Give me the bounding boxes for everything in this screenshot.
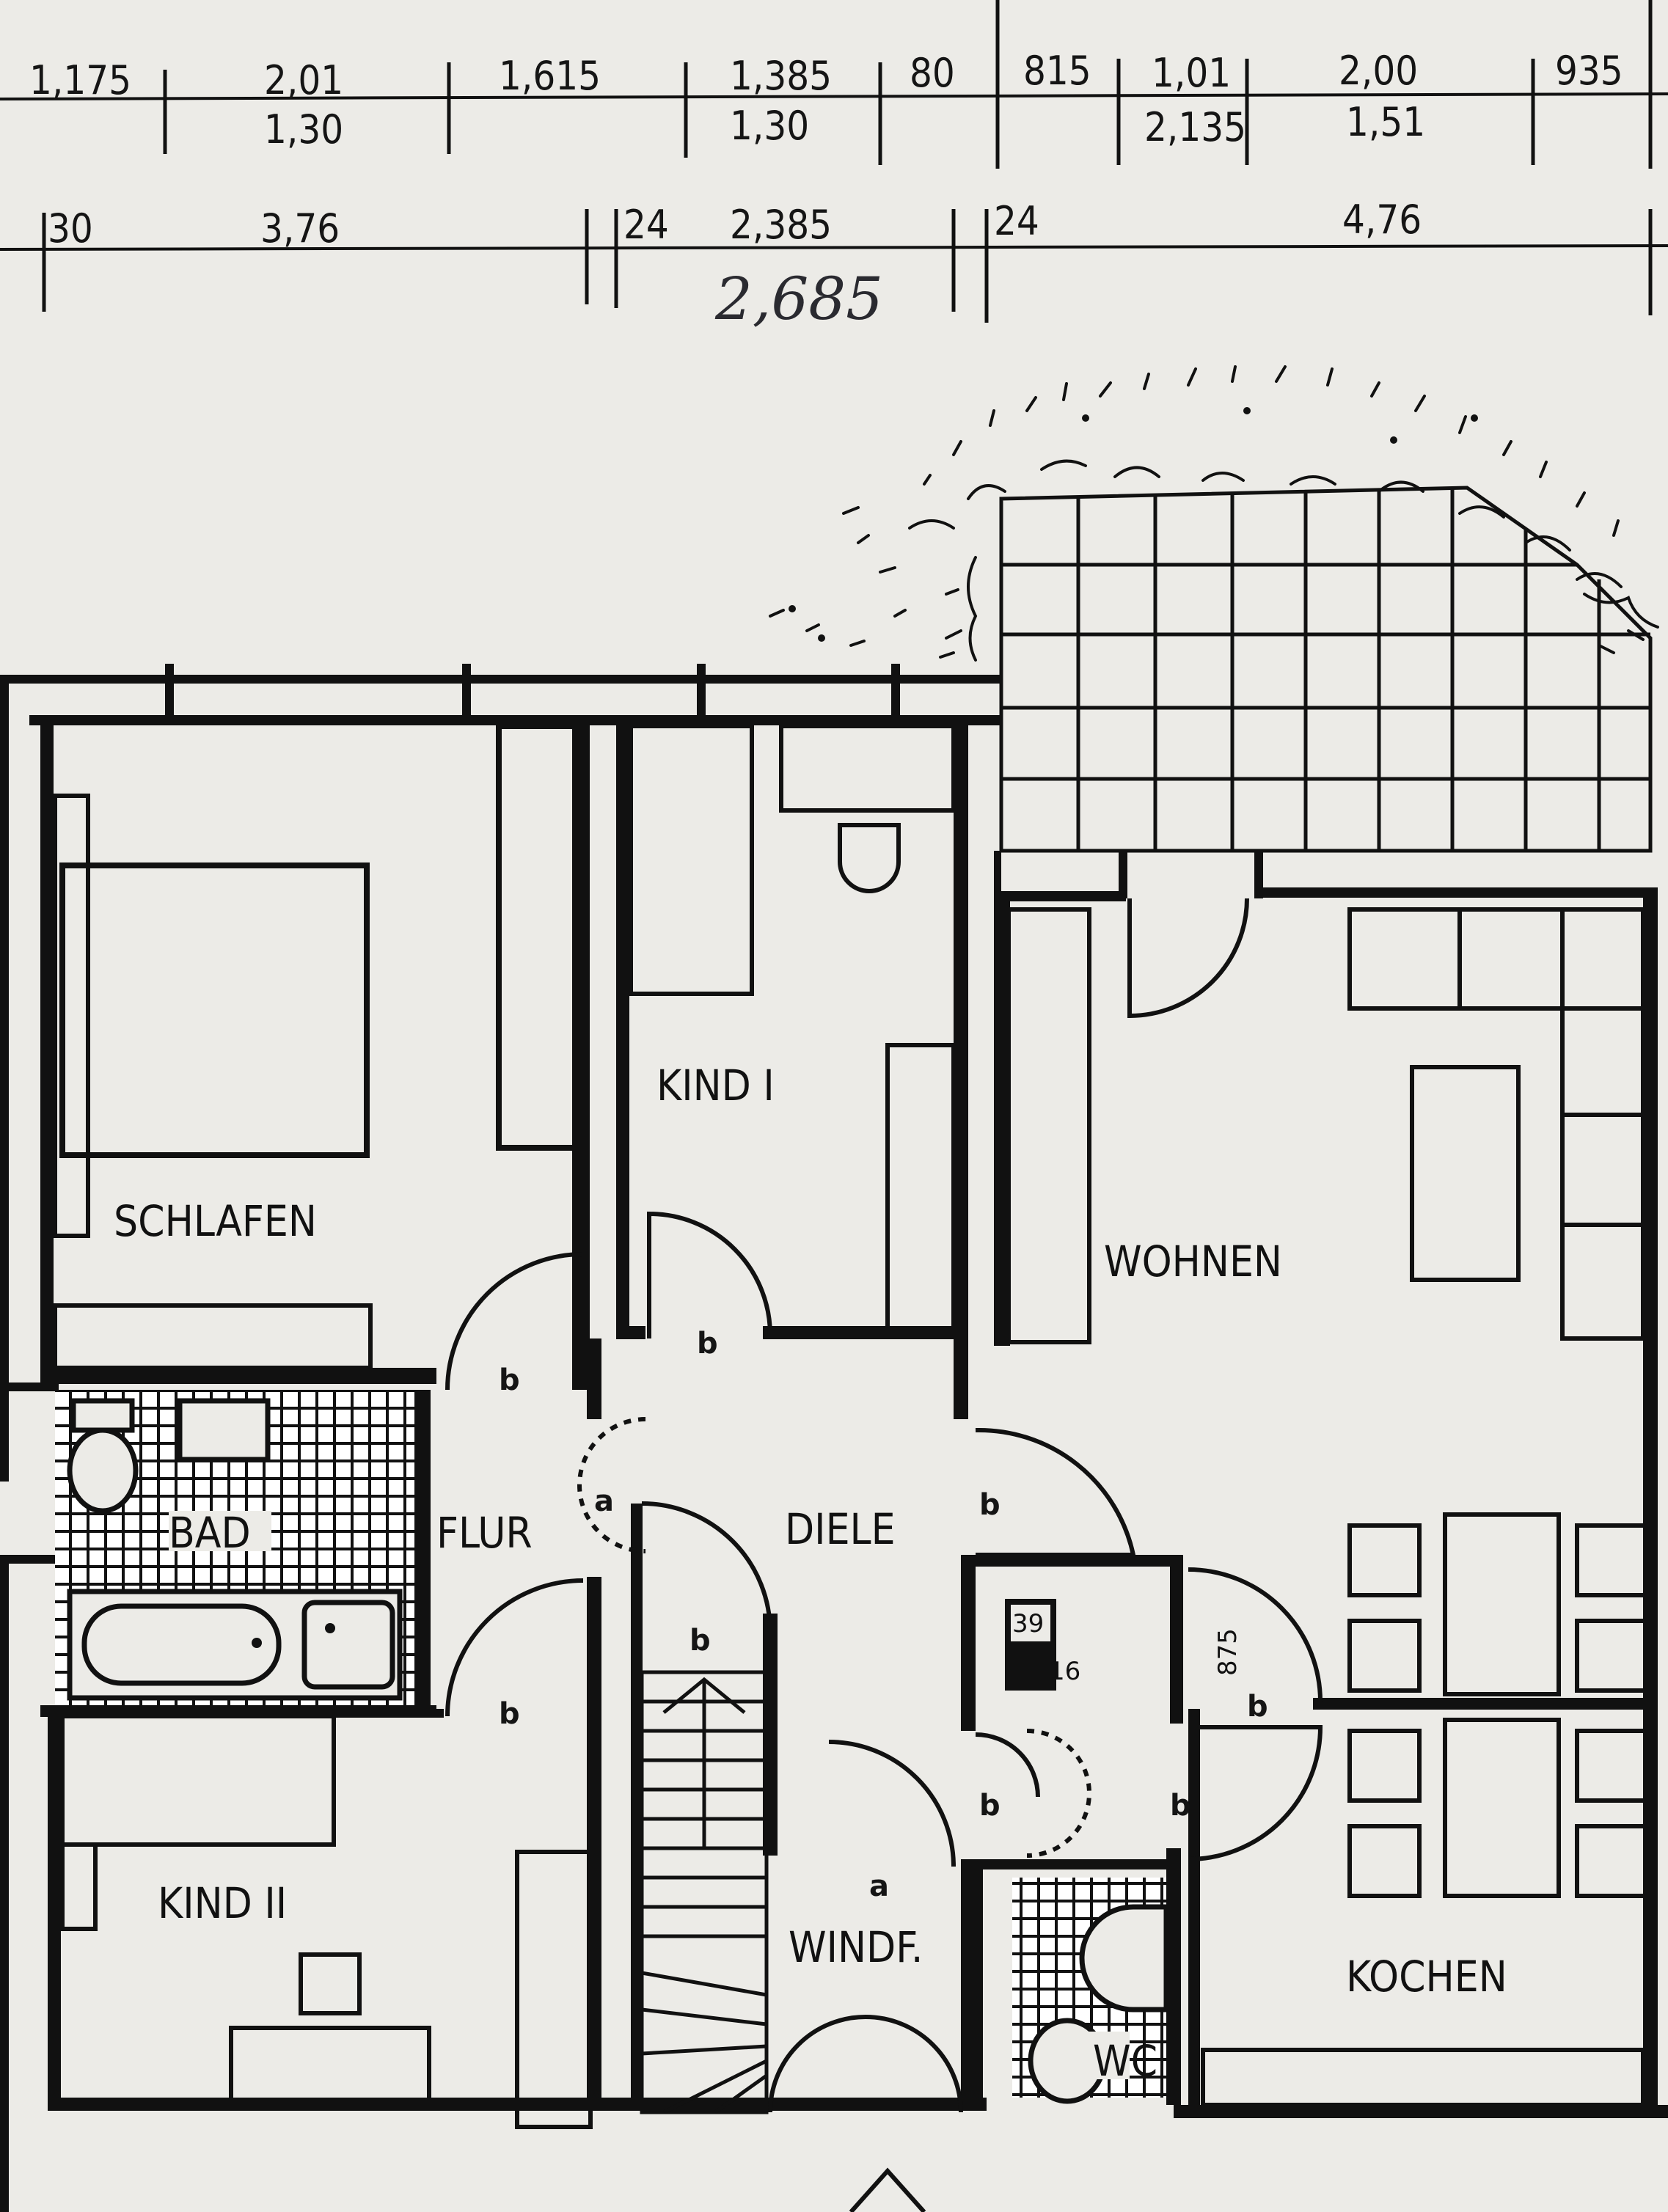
dim-24-a: 24	[623, 202, 669, 248]
dim-80: 80	[910, 50, 955, 96]
door-mark-b: b	[689, 1624, 711, 1658]
door-mark-b: b	[1247, 1690, 1268, 1724]
bath-sink	[177, 1398, 271, 1462]
door-mark-b: b	[499, 1363, 520, 1397]
door-kind2	[445, 1578, 584, 1717]
dim-101: 1,01	[1152, 50, 1231, 96]
kitchen-counter	[1201, 2048, 1645, 2107]
room-kind2: KIND II	[158, 1878, 287, 1928]
room-kind1: KIND I	[656, 1061, 775, 1110]
sofa-side	[1560, 1006, 1645, 1341]
wardrobe	[496, 723, 582, 1151]
door-mark-a: a	[594, 1484, 614, 1518]
door-mark-b: b	[979, 1488, 1001, 1522]
room-flur: FLUR	[436, 1508, 533, 1558]
room-diele: DIELE	[785, 1504, 896, 1554]
dim-130-b: 1,30	[730, 103, 809, 149]
door-mark-b: b	[979, 1789, 1001, 1823]
door-wc	[975, 1732, 1040, 1798]
terrace-tiles	[999, 486, 1653, 853]
desk	[779, 724, 956, 813]
dim-201: 2,01	[264, 57, 343, 103]
bath-toilet	[67, 1427, 139, 1514]
door-entrance	[768, 2015, 963, 2113]
shaft-875: 875	[1213, 1628, 1243, 1676]
coffee-table	[1410, 1065, 1521, 1282]
kid2-desk	[229, 2026, 431, 2111]
dim-130-a: 1,30	[264, 106, 343, 153]
door-kochen	[1188, 1567, 1323, 1702]
door-windfang	[828, 1740, 956, 1867]
door-kind1	[647, 1211, 772, 1338]
room-bad: BAD	[169, 1508, 251, 1558]
dim-1615: 1,615	[499, 53, 601, 99]
dim-151: 1,51	[1346, 99, 1425, 145]
room-kochen: KOCHEN	[1346, 1952, 1507, 2002]
sideboard	[1006, 907, 1091, 1344]
room-wohnen: WOHNEN	[1104, 1237, 1282, 1286]
nightstand	[53, 794, 90, 1238]
kid-wardrobe	[885, 1043, 956, 1333]
dim-30: 30	[48, 205, 93, 252]
bathroom	[55, 1390, 1169, 2104]
dining-table-1	[1443, 1512, 1561, 1696]
door-schlafen	[445, 1252, 584, 1391]
door-mark-b: b	[499, 1697, 520, 1731]
opening-flur	[577, 1417, 646, 1553]
door-marks: b b b b b b b b a a	[499, 1327, 1268, 1903]
dining-table-2	[1443, 1718, 1561, 1898]
dim-815: 815	[1023, 48, 1091, 94]
dim-376: 3,76	[260, 205, 340, 252]
shaft-39: 39	[1012, 1609, 1044, 1638]
room-wc: WC	[1093, 2036, 1157, 2086]
door-mark-b: b	[1170, 1789, 1191, 1823]
dim-935: 935	[1555, 48, 1623, 94]
walls	[0, 664, 1668, 2212]
garden-vegetation	[769, 365, 1659, 662]
door-terrace	[1127, 898, 1249, 1019]
dresser	[53, 1303, 373, 1370]
kid2-wardrobe	[515, 1850, 593, 2129]
handwritten-dim: 2,685	[714, 265, 883, 333]
door-kochen-2	[1188, 1725, 1323, 1861]
chair	[838, 823, 901, 893]
bed	[59, 863, 370, 1158]
room-labels: SCHLAFEN KIND I WOHNEN DIELE FLUR BAD KI…	[114, 1061, 1507, 2086]
room-schlafen: SCHLAFEN	[114, 1196, 317, 1246]
shaft-16: 16	[1049, 1657, 1080, 1686]
entrance-arrow	[849, 2167, 926, 2212]
opening-wc	[1026, 1729, 1091, 1858]
sofa-back	[1347, 907, 1645, 1011]
staircase	[640, 1670, 769, 2114]
dimension-lines: 1,175 2,01 1,615 1,385 80 815 1,01 2,00 …	[0, 0, 1668, 333]
dim-2135: 2,135	[1144, 104, 1246, 150]
door-mark-a: a	[869, 1869, 889, 1903]
door-swings	[445, 898, 1323, 2113]
dim-24-b: 24	[994, 198, 1039, 244]
dim-200: 2,00	[1339, 48, 1418, 94]
door-wohnen	[975, 1427, 1136, 1557]
dim-2385: 2,385	[730, 202, 832, 248]
door-mark-b: b	[697, 1327, 718, 1360]
dim-1385: 1,385	[730, 53, 832, 99]
room-windfang: WINDF.	[789, 1922, 923, 1972]
door-stair	[641, 1501, 772, 1633]
shaft: 39 16 875	[1005, 1599, 1243, 1691]
kid2-bed	[60, 1714, 336, 1847]
furniture	[53, 723, 1649, 2129]
wc-sink	[1079, 1904, 1169, 2013]
dim-476: 4,76	[1342, 197, 1422, 243]
dim-1175: 1,175	[29, 57, 131, 103]
kid-bed	[629, 724, 754, 996]
